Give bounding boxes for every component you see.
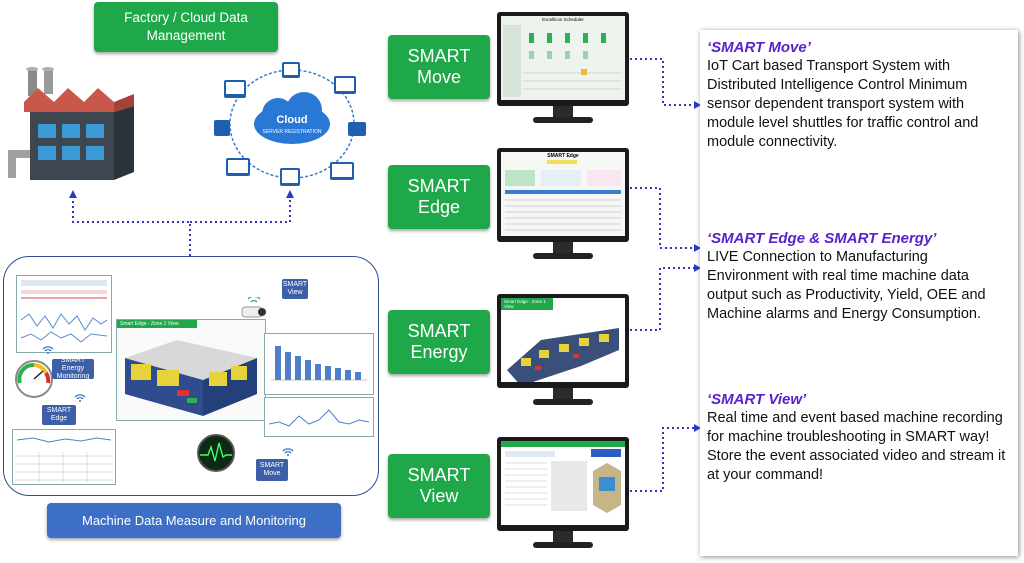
factory-cloud-label: Factory / Cloud Data Management [94, 2, 278, 52]
smart-edge-screen: SMART Edge [501, 152, 625, 236]
cloud-subtitle: SERVER REGISTRATION [262, 129, 322, 135]
bar-chart-graphic [271, 346, 367, 381]
smart-edge-energy-description: ‘SMART Edge & SMART Energy’ LIVE Connect… [707, 229, 1012, 324]
smart-view-description: ‘SMART View’ Real time and event based m… [707, 390, 1012, 485]
wifi-icon [74, 394, 86, 402]
energy-line-graphic [507, 328, 619, 382]
arrow-factory [69, 190, 77, 198]
smart-move-button: SMART Move [388, 35, 490, 99]
network-links [214, 62, 366, 186]
smart-view-screen [501, 441, 625, 525]
table-thumbnail [12, 429, 116, 485]
wifi-icon [42, 346, 54, 354]
smart-energy-button: SMART Energy [388, 310, 490, 374]
smart-move-desc-body: IoT Cart based Transport System with Dis… [707, 58, 979, 150]
smart-energy-screen: Smart Edge - Zone 1 View [501, 298, 625, 382]
line-chart-graphic [268, 409, 370, 427]
bar-chart-thumbnail [264, 333, 374, 395]
connector-move [630, 58, 694, 106]
monitor-smart-view [497, 437, 629, 557]
smart-edge-tag: SMART Edge [42, 405, 76, 425]
smart-energy-tag: SMART Energy Monitoring [52, 357, 94, 380]
machine-zone-title: Smart Edge - Zone 1 View [117, 320, 197, 328]
smart-move-desc-title: ‘SMART Move’ [707, 39, 811, 56]
connector-to-cloud [190, 196, 291, 223]
machine-graphic [125, 340, 257, 416]
description-panel [700, 30, 1018, 556]
edge-dashboard-graphic [505, 160, 621, 231]
view-recorder-graphic [501, 441, 625, 513]
smart-edge-button: SMART Edge [388, 165, 490, 229]
connector-view [630, 427, 694, 492]
smart-move-screen-title: Excellicon Scheduler [542, 17, 584, 22]
arrow-move [694, 101, 701, 109]
oscilloscope-icon [197, 434, 235, 472]
smart-edge-energy-desc-title: ‘SMART Edge & SMART Energy’ [707, 230, 937, 247]
monitor-smart-move: Excellicon Scheduler [497, 12, 629, 132]
smart-edge-energy-desc-body: LIVE Connection to Manufacturing Environ… [707, 249, 986, 322]
camera-icon [241, 297, 266, 318]
table-graphic [15, 437, 113, 482]
connector-to-factory [72, 196, 191, 256]
smart-energy-screen-title: Smart Edge - Zone 1 View [501, 298, 553, 310]
connector-edge [630, 187, 694, 249]
smart-view-desc-body: Real time and event based machine record… [707, 410, 1006, 483]
smart-move-screen: Excellicon Scheduler [501, 16, 625, 100]
arrow-energy [694, 264, 701, 272]
smart-move-description: ‘SMART Move’ IoT Cart based Transport Sy… [707, 38, 1012, 152]
energy-chart-thumbnail [16, 275, 112, 353]
scheduler-graphic [503, 25, 621, 97]
smart-view-button: SMART View [388, 454, 490, 518]
cloud-network: Cloud SERVER REGISTRATION [212, 58, 372, 194]
energy-chart-graphic [20, 280, 108, 343]
gauge-icon [15, 360, 53, 398]
arrow-cloud [286, 190, 294, 198]
arrow-view [694, 424, 701, 432]
smart-edge-screen-title: SMART Edge [547, 153, 579, 159]
smart-move-tag: SMART Move [256, 459, 288, 481]
smart-view-tag: SMART View [282, 279, 308, 299]
machine-data-label: Machine Data Measure and Monitoring [47, 503, 341, 538]
factory-icon [8, 67, 134, 180]
monitor-smart-energy: Smart Edge - Zone 1 View [497, 294, 629, 414]
wifi-icon [282, 448, 294, 456]
line-chart-thumbnail [264, 397, 374, 437]
cloud-title: Cloud [276, 114, 308, 126]
machine-zone-view: Smart Edge - Zone 1 View [116, 319, 266, 421]
connector-energy [630, 267, 694, 331]
arrow-edge [694, 244, 701, 252]
monitoring-panel: SMART Energy Monitoring SMART Edge Smart… [3, 256, 379, 496]
smart-view-desc-title: ‘SMART View’ [707, 391, 807, 408]
monitor-smart-edge: SMART Edge [497, 148, 629, 268]
